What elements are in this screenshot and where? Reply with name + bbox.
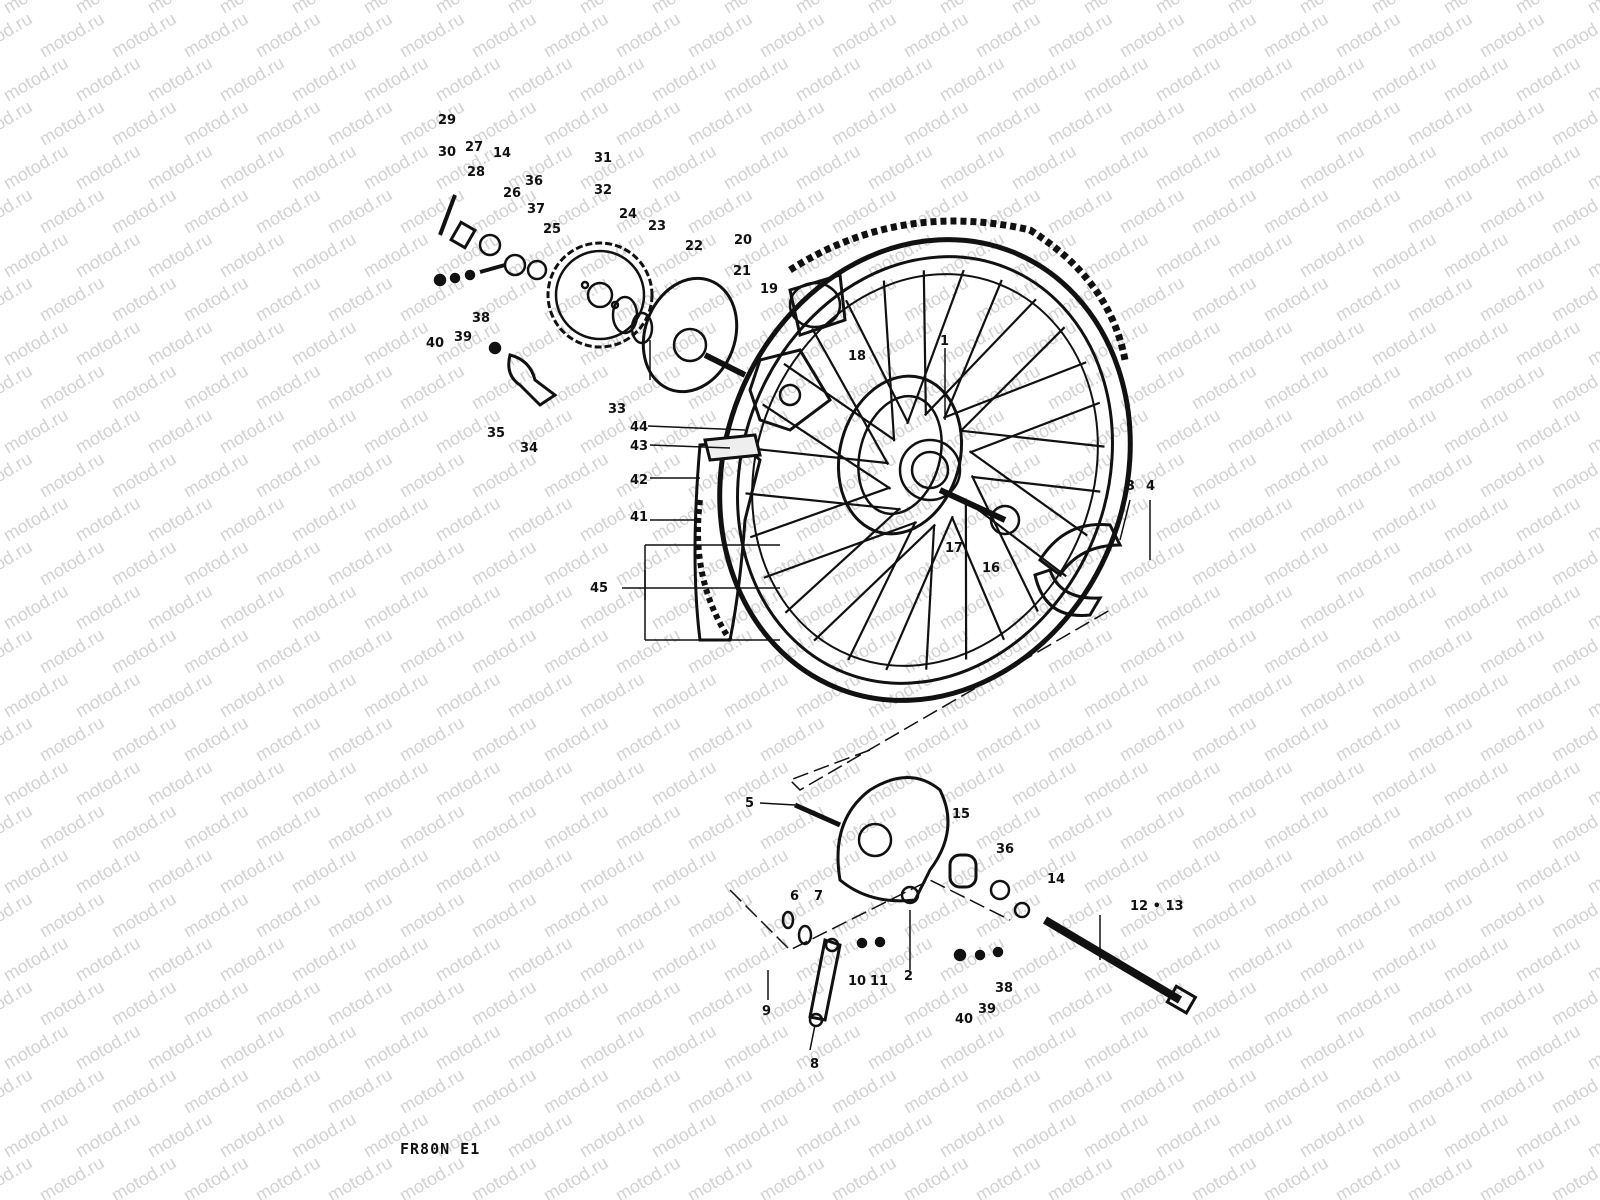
callout-label: 29 — [438, 113, 456, 128]
callout-label: 20 — [734, 233, 752, 248]
tire-section-piece — [788, 273, 847, 337]
spoke — [811, 327, 890, 466]
callout-label: 37 — [527, 202, 545, 217]
callout-label: 14 — [1047, 872, 1065, 887]
callout-label: 8 — [810, 1057, 819, 1072]
callout-label: 38 — [995, 981, 1013, 996]
callout-label: 22 — [685, 239, 703, 254]
callout-label: 40 — [426, 336, 444, 351]
spoke — [749, 447, 889, 465]
spoke — [762, 403, 892, 490]
callout-label: 9 — [762, 1004, 771, 1019]
callout-label: 36 — [996, 842, 1014, 857]
callout-label: 3 — [1126, 479, 1135, 494]
spoke — [847, 521, 917, 661]
callout-label: 17 — [945, 541, 963, 556]
spoke — [784, 507, 901, 614]
spoke — [749, 486, 891, 539]
callout-label: 1 — [940, 334, 949, 349]
spoke — [959, 326, 1066, 433]
callout-label: 2 — [904, 969, 913, 984]
axle-shaft — [1042, 916, 1198, 1015]
callout-label: 23 — [648, 219, 666, 234]
spoke — [906, 269, 965, 425]
callout-label: 34 — [520, 441, 538, 456]
callout-label: 43 — [630, 439, 648, 454]
callout-label: 5 — [745, 796, 754, 811]
guide-lines — [729, 609, 1111, 951]
callout-label: 14 — [493, 146, 511, 161]
callout-label: 16 — [982, 561, 1000, 576]
spoke — [969, 401, 1101, 454]
callout-label: 18 — [848, 349, 866, 364]
callout-label: 40 — [955, 1012, 973, 1027]
callout-label: 11 — [870, 974, 888, 989]
spoke — [950, 516, 1005, 641]
callout-label: 35 — [487, 426, 505, 441]
spoke — [813, 523, 937, 642]
spoke — [925, 524, 936, 670]
callout-label: 19 — [760, 282, 778, 297]
spoke — [923, 298, 1037, 417]
callout-label: 42 — [630, 473, 648, 488]
sprocket — [546, 241, 654, 349]
spoke — [942, 361, 1087, 419]
spoke — [968, 450, 1088, 537]
brake-shoes — [1033, 522, 1123, 617]
callout-label: 10 — [848, 974, 866, 989]
callout-label: 38 — [472, 311, 490, 326]
spoke — [745, 492, 901, 511]
spoke — [845, 299, 910, 424]
model-code: FR80N E1 — [400, 1140, 481, 1158]
spokes — [745, 269, 1105, 671]
callout-label: 30 — [438, 145, 456, 160]
brake-cam-lever — [793, 802, 842, 1028]
leader-lines — [622, 340, 1151, 1051]
callout-label: 31 — [594, 151, 612, 166]
callout-label: 39 — [978, 1002, 996, 1017]
callout-label: 33 — [608, 402, 626, 417]
callout-label: 25 — [543, 222, 561, 237]
spoke — [882, 280, 896, 442]
hub — [836, 374, 964, 536]
chain-adjuster-bracket — [507, 353, 558, 407]
spoke — [783, 362, 896, 442]
spoke — [943, 279, 1003, 419]
spoke — [959, 429, 1105, 448]
callout-label: 6 — [790, 889, 799, 904]
callout-label: 26 — [503, 186, 521, 201]
callout-label: 28 — [467, 165, 485, 180]
callout-label: 36 — [525, 174, 543, 189]
callout-label: 27 — [465, 140, 483, 155]
wheel-axle-stub — [938, 487, 1021, 536]
callout-label: 32 — [594, 183, 612, 198]
callout-label: 45 — [590, 581, 608, 596]
callout-label: 15 — [952, 807, 970, 822]
spoke — [922, 270, 927, 416]
sprocket-carrier — [641, 276, 747, 394]
callout-label: 7 — [814, 889, 823, 904]
callout-label: 4 — [1146, 479, 1155, 494]
spoke — [763, 521, 918, 579]
callout-label: 12 • 13 — [1130, 899, 1184, 914]
rim-band — [693, 433, 762, 642]
brake-panel — [836, 776, 950, 905]
damper — [748, 348, 832, 432]
spoke — [885, 515, 954, 671]
sprocket-bolts — [438, 194, 548, 281]
callout-label: 39 — [454, 330, 472, 345]
callout-label: 41 — [630, 510, 648, 525]
spoke — [970, 474, 1039, 613]
spoke — [971, 475, 1101, 493]
small-hardware — [433, 269, 1031, 962]
callout-label: 44 — [630, 420, 648, 435]
callout-label: 24 — [619, 207, 637, 222]
spacer-collar — [948, 853, 978, 889]
callout-label: 21 — [733, 264, 751, 279]
